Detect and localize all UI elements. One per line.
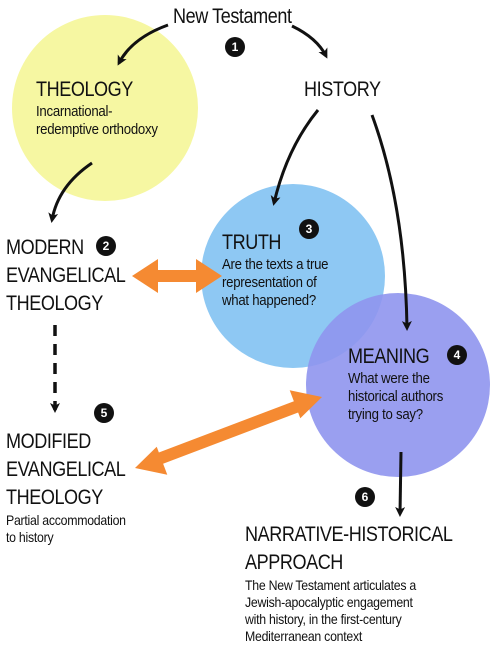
modified-line1: MODIFIED	[6, 430, 91, 453]
orange-arrow-modified-meaning	[135, 390, 322, 475]
orange-arrow-modern-truth	[132, 259, 222, 293]
truth-line2: representation of	[222, 274, 317, 291]
arrow-theology-to-modern	[48, 161, 93, 223]
modified-sub1: Partial accommodation	[6, 512, 126, 528]
step-badge-6: 6	[355, 487, 375, 507]
meaning-circle	[306, 293, 490, 477]
meaning-line2: historical authors	[348, 388, 444, 405]
modern-evangelical-block: MODERN EVANGELICAL THEOLOGY	[6, 237, 145, 314]
step-badge-3: 3	[299, 219, 319, 239]
modified-line3: THEOLOGY	[6, 486, 103, 509]
step-badge-5: 5	[94, 403, 114, 423]
modified-sub2: to history	[6, 529, 54, 545]
modified-line2: EVANGELICAL	[6, 458, 126, 481]
arrow-to-theology	[117, 23, 169, 66]
step-badge-2: 2	[96, 236, 116, 256]
truth-line3: what happened?	[222, 292, 316, 309]
truth-heading: TRUTH	[222, 231, 282, 254]
narrative-sub1: The New Testament articulates a	[245, 577, 417, 593]
narrative-line1: NARRATIVE-HISTORICAL	[245, 523, 453, 546]
step-badge-1: 1	[225, 37, 245, 57]
narrative-historical-block: NARRATIVE-HISTORICAL APPROACH The New Te…	[245, 524, 486, 643]
modified-evangelical-block: MODIFIED EVANGELICAL THEOLOGY Partial ac…	[6, 431, 145, 544]
narrative-sub2: Jewish-apocalyptic engagement	[245, 594, 413, 610]
arrow-history-to-truth	[270, 109, 320, 206]
history-label: HISTORY	[304, 78, 381, 101]
step-badge-4: 4	[447, 345, 467, 365]
meaning-line3: trying to say?	[348, 406, 423, 423]
theology-circle	[12, 15, 198, 201]
modern-line2: EVANGELICAL	[6, 264, 126, 287]
narrative-sub3: with history, in the first-century	[245, 611, 402, 627]
narrative-line2: APPROACH	[245, 551, 343, 574]
theology-line1: Incarnational-	[36, 103, 113, 120]
meaning-heading: MEANING	[348, 345, 430, 368]
meaning-line1: What were the	[348, 370, 430, 387]
new-testament-label: New Testament	[173, 5, 292, 28]
theology-block: THEOLOGY Incarnational- redemptive ortho…	[36, 79, 174, 137]
arrow-meaning-to-narrative	[395, 451, 406, 517]
arrow-history-to-meaning	[370, 114, 412, 331]
theology-line2: redemptive orthodoxy	[36, 121, 158, 138]
meaning-block: MEANING What were the historical authors…	[348, 346, 456, 422]
truth-block: TRUTH Are the texts a true representatio…	[222, 232, 343, 308]
theology-heading: THEOLOGY	[36, 78, 133, 101]
modern-line3: THEOLOGY	[6, 292, 103, 315]
narrative-sub4: Mediterranean context	[245, 628, 363, 644]
modern-line1: MODERN	[6, 236, 84, 259]
arrow-to-history	[291, 24, 328, 59]
truth-line1: Are the texts a true	[222, 256, 329, 273]
